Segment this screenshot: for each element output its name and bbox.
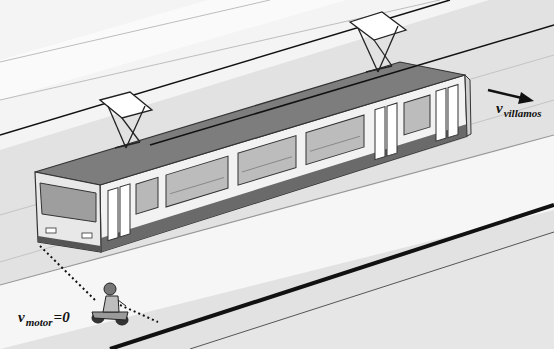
windshield (40, 183, 96, 222)
headlight (46, 228, 56, 233)
overhead-wire (0, 0, 450, 135)
velocity-symbol: v (18, 310, 25, 325)
pantograph (350, 12, 406, 72)
velocity-arrow (488, 90, 522, 98)
curb-line (0, 0, 270, 62)
velocity-subscript: motor (26, 317, 53, 328)
velocity-subscript: villamos (504, 108, 542, 119)
bumper (38, 236, 101, 252)
arrow-head (518, 92, 534, 104)
tram-back (465, 75, 471, 136)
velocity-value: =0 (54, 310, 70, 325)
tram-windows (108, 85, 458, 241)
velocity-symbol: v (496, 101, 503, 116)
overhead-wire (150, 25, 554, 145)
headlight (82, 233, 92, 238)
road-edge (190, 232, 554, 349)
pantograph (100, 92, 152, 148)
scooter-rider (92, 283, 128, 325)
dotted-line (40, 246, 95, 300)
tram-roof (35, 62, 465, 185)
road-far (190, 232, 554, 349)
tram-front (35, 172, 101, 252)
